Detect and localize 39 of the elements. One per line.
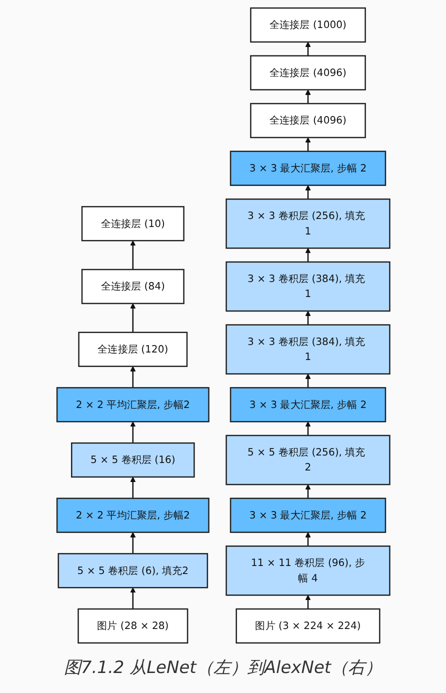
figure-caption: 图7.1.2 从LeNet（左）到AlexNet（右）	[62, 657, 384, 679]
node-box: 5 × 5 卷积层 (16)	[70, 442, 194, 478]
arrow	[130, 586, 136, 608]
node-box: 3 × 3 卷积层 (384), 填充 1	[225, 260, 390, 312]
node-box: 3 × 3 最大汇聚层, 步幅 2	[230, 497, 386, 532]
node-box: 3 × 3 最大汇聚层, 步幅 2	[230, 150, 386, 186]
arrow	[130, 420, 136, 443]
arrow	[130, 476, 136, 498]
node-box: 图片 (28 × 28)	[77, 608, 188, 644]
node-box: 图片 (3 × 224 × 224)	[235, 608, 380, 644]
arrow	[304, 594, 310, 608]
node-box: 2 × 2 平均汇聚层, 步幅2	[56, 386, 209, 422]
arrow	[304, 89, 310, 104]
arrow	[304, 310, 310, 324]
node-box: 全连接层 (1000)	[250, 6, 366, 42]
node-box: 5 × 5 卷积层 (6), 填充2	[57, 552, 208, 588]
node-box: 全连接层 (84)	[80, 268, 184, 304]
arrow	[304, 373, 310, 388]
arrow	[304, 532, 310, 546]
arrow	[304, 184, 310, 199]
node-box: 全连接层 (120)	[78, 331, 188, 366]
arrow	[304, 420, 310, 435]
arrow	[130, 302, 136, 332]
node-box: 3 × 3 卷积层 (256), 填充 1	[225, 198, 390, 248]
node-box: 11 × 11 卷积层 (96), 步幅 4	[225, 545, 390, 596]
node-box: 全连接层 (4096)	[250, 102, 366, 138]
arrow	[304, 484, 310, 498]
node-box: 3 × 3 卷积层 (384), 填充 1	[225, 324, 390, 374]
arrow	[304, 41, 310, 56]
arrow	[130, 366, 136, 388]
arrow	[130, 240, 136, 270]
arrow	[130, 532, 136, 554]
node-box: 全连接层 (10)	[80, 206, 184, 241]
arrow	[304, 136, 310, 151]
node-box: 5 × 5 卷积层 (256), 填充 2	[225, 434, 390, 485]
arrow	[304, 247, 310, 262]
node-box: 3 × 3 最大汇聚层, 步幅 2	[230, 386, 386, 422]
node-box: 全连接层 (4096)	[250, 54, 366, 90]
node-box: 2 × 2 平均汇聚层, 步幅2	[56, 497, 209, 532]
